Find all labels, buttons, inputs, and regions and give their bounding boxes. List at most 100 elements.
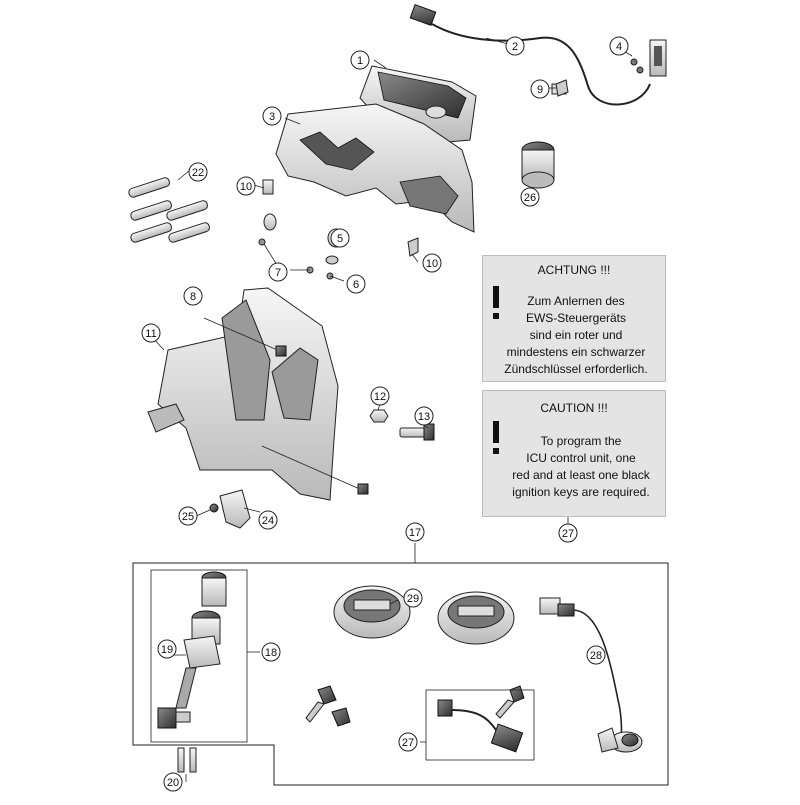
mounting-bracket	[209, 489, 251, 529]
headlight-bracket	[147, 287, 339, 501]
callout-label: 29	[407, 593, 419, 605]
notice-german: ACHTUNG !!! Zum Anlernen des EWS-Steuerg…	[482, 255, 666, 382]
callout-circle	[350, 50, 370, 70]
callout-label: 11	[145, 328, 156, 340]
callout-layer: 1234567891010111213171819202224252627272…	[141, 36, 629, 792]
callout-circle	[422, 253, 442, 273]
callout-c7: 7	[268, 262, 288, 282]
callout-c24: 24	[258, 510, 278, 530]
callout-c10a: 10	[236, 176, 256, 196]
callout-label: 22	[192, 167, 204, 179]
notice-english-line: ignition keys are required.	[512, 485, 650, 499]
callout-label: 28	[590, 650, 602, 662]
spacer-sleeves	[128, 177, 210, 243]
notice-english-line: To program the	[540, 434, 622, 448]
callout-circle	[403, 588, 423, 608]
notice-english-line: ICU control unit, one	[526, 451, 636, 465]
callout-circle	[398, 732, 418, 752]
callout-c27b: 27	[398, 732, 418, 752]
callout-c1: 1	[350, 50, 370, 70]
lock-sensor	[539, 597, 643, 753]
callout-label: 2	[512, 41, 518, 53]
callout-label: 13	[418, 411, 430, 423]
callout-label: 18	[265, 647, 277, 659]
antenna-module	[630, 39, 667, 77]
callout-label: 6	[353, 279, 359, 291]
callout-c26: 26	[520, 187, 540, 207]
callout-label: 27	[562, 528, 574, 540]
ignition-keys	[305, 685, 525, 727]
callout-circle	[530, 79, 550, 99]
callout-label: 17	[409, 527, 421, 539]
notice-english-heading: CAUTION !!!	[540, 401, 608, 415]
callout-c2: 2	[505, 36, 525, 56]
callout-circle	[609, 36, 629, 56]
callout-c20: 20	[163, 772, 183, 792]
callout-c3: 3	[262, 106, 282, 126]
ignition-lock-group	[150, 569, 260, 743]
callout-c25: 25	[178, 506, 198, 526]
callout-c13: 13	[414, 406, 434, 426]
callout-circle	[188, 162, 208, 182]
callout-c5: 5	[330, 228, 350, 248]
notice-german-heading: ACHTUNG !!!	[537, 263, 611, 277]
callout-label: 27	[402, 737, 414, 749]
callout-c28: 28	[586, 645, 606, 665]
callout-circle	[178, 506, 198, 526]
kit-17-outline	[132, 562, 669, 786]
notice-english-text: To program the ICU control unit, one red…	[503, 433, 659, 501]
callout-c6: 6	[346, 274, 366, 294]
warning-exclamation-icon	[493, 286, 499, 319]
callout-circle	[346, 274, 366, 294]
callout-c9: 9	[530, 79, 550, 99]
notice-german-text: Zum Anlernen des EWS-Steuergeräts sind e…	[493, 293, 659, 378]
callout-circle	[157, 639, 177, 659]
notice-german-line: Zum Anlernen des	[527, 294, 625, 308]
callout-circle	[370, 386, 390, 406]
notice-german-line: Zündschlüssel erforderlich.	[504, 362, 648, 376]
callout-circle	[236, 176, 256, 196]
callout-circle	[262, 106, 282, 126]
power-socket	[521, 141, 555, 203]
callout-label: 26	[524, 192, 536, 204]
warning-exclamation-icon	[493, 421, 499, 454]
callout-label: 19	[161, 644, 173, 656]
callout-circle	[258, 510, 278, 530]
callout-c22: 22	[188, 162, 208, 182]
callout-label: 9	[537, 84, 543, 96]
callout-c17: 17	[405, 522, 425, 542]
instrument-cluster	[359, 65, 477, 151]
callout-c12: 12	[370, 386, 390, 406]
callout-circle	[586, 645, 606, 665]
fuel-caps	[333, 585, 515, 645]
callout-circle	[141, 323, 161, 343]
notice-german-line: mindestens ein schwarzer	[506, 345, 646, 359]
notice-german-line: EWS-Steuergeräts	[525, 311, 627, 325]
icu-unit	[420, 689, 535, 761]
callout-circle	[414, 406, 434, 426]
callout-c19: 19	[157, 639, 177, 659]
callout-label: 10	[240, 181, 252, 193]
callout-circle	[558, 523, 578, 543]
callout-label: 8	[190, 291, 196, 303]
callout-label: 5	[337, 233, 343, 245]
callout-circle	[520, 187, 540, 207]
callout-circle	[261, 642, 281, 662]
callout-circle	[268, 262, 288, 282]
callout-label: 20	[167, 777, 179, 789]
notice-english: CAUTION !!! To program the ICU control u…	[482, 390, 666, 517]
callout-label: 1	[357, 55, 363, 67]
notice-english-line: red and at least one black	[512, 468, 650, 482]
callout-c4: 4	[609, 36, 629, 56]
callout-circle	[163, 772, 183, 792]
callout-c18: 18	[261, 642, 281, 662]
callout-circle	[505, 36, 525, 56]
callout-label: 24	[262, 515, 274, 527]
callout-c29: 29	[403, 588, 423, 608]
notice-german-line: sind ein roter und	[529, 328, 623, 342]
callout-c27a: 27	[558, 523, 578, 543]
callout-c8: 8	[183, 286, 203, 306]
callout-circle	[330, 228, 350, 248]
callout-label: 4	[616, 41, 622, 53]
